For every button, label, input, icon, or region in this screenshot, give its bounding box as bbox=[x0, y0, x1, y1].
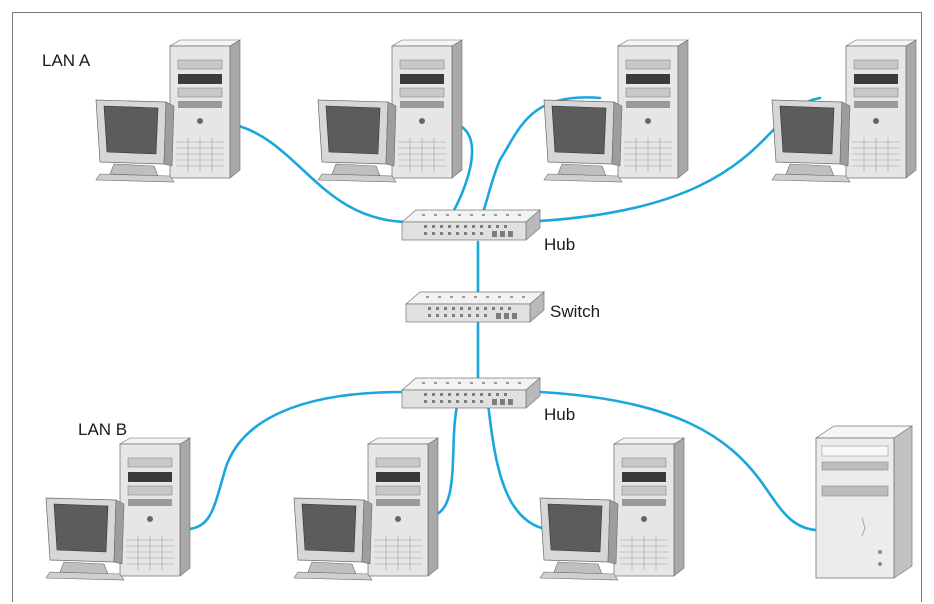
cable-hub-b-server bbox=[538, 390, 818, 532]
desktop-computer-icon bbox=[539, 437, 685, 581]
desktop-computer-icon bbox=[293, 437, 439, 581]
cable-hub-b-pc2 bbox=[430, 400, 460, 518]
network-switch-icon bbox=[405, 291, 545, 323]
desktop-computer-icon bbox=[95, 39, 241, 183]
cable-hub-b-pc3 bbox=[486, 402, 556, 532]
lan-a-label: LAN A bbox=[42, 51, 91, 70]
desktop-computer-icon bbox=[543, 39, 689, 183]
hub-top-label: Hub bbox=[544, 235, 575, 254]
network-hub-icon bbox=[401, 377, 541, 409]
network-hub-icon bbox=[401, 209, 541, 241]
server-tower-icon bbox=[814, 425, 914, 579]
desktop-computer-icon bbox=[771, 39, 917, 183]
desktop-computer-icon bbox=[45, 437, 191, 581]
desktop-computer-icon bbox=[317, 39, 463, 183]
diagram-frame bbox=[12, 12, 922, 602]
lan-b-label: LAN B bbox=[78, 420, 127, 439]
switch-label: Switch bbox=[550, 302, 600, 321]
cable-hub-a-pc1 bbox=[230, 122, 412, 224]
hub-bottom-label: Hub bbox=[544, 405, 575, 424]
cable-hub-b-pc1 bbox=[180, 390, 404, 532]
